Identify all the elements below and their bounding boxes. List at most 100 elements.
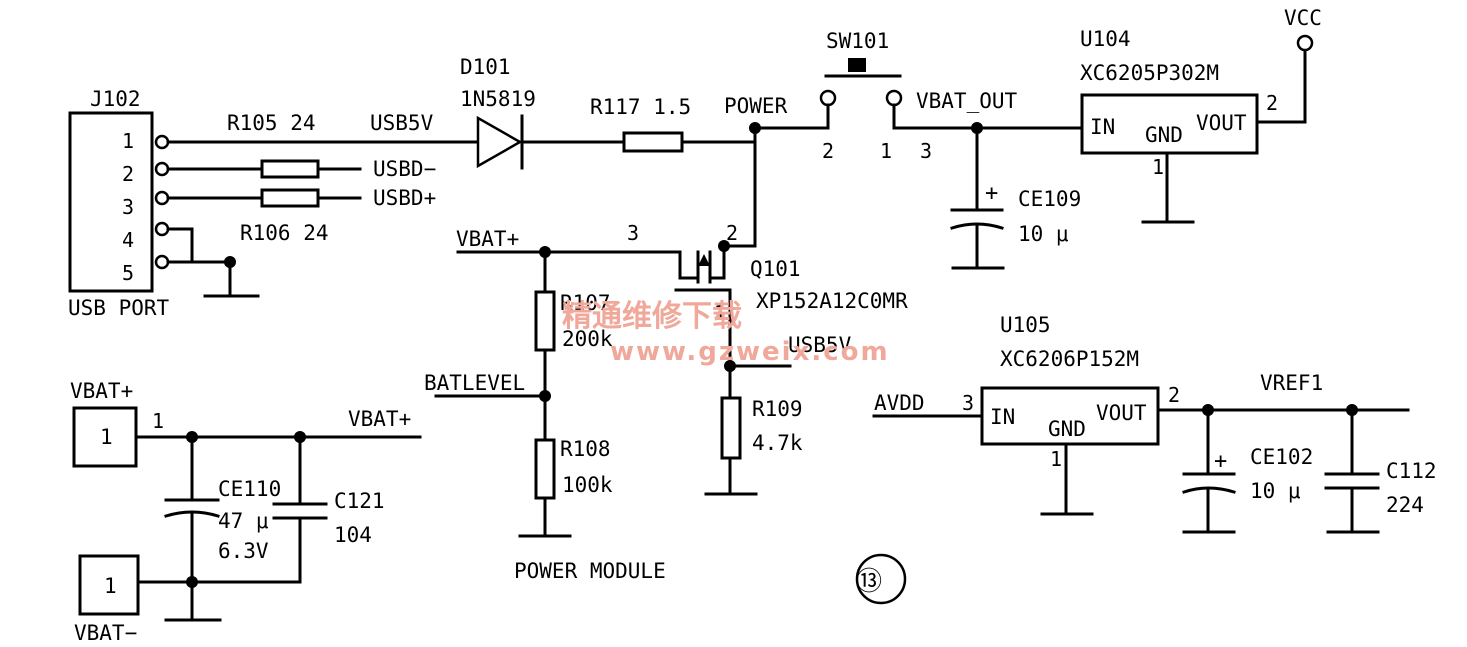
r107-label: R107 — [560, 291, 611, 315]
r117-label: R117 1.5 — [590, 95, 691, 119]
usbd-plus-net: USBD+ — [373, 186, 436, 210]
q101-pin-2: 2 — [726, 221, 738, 245]
j102-pin1-terminal — [154, 134, 170, 150]
j102-pin4-terminal — [154, 221, 170, 237]
r117-resistor — [622, 131, 684, 153]
u105-out-pin-number: 2 — [1168, 383, 1180, 407]
c121-value: 104 — [334, 523, 372, 547]
u104-gnd-pin-number: 1 — [1152, 155, 1164, 179]
vbat-plus-net-mid: VBAT+ — [456, 227, 519, 251]
usb5v-net-top: USB5V — [370, 111, 434, 135]
watermark-chinese: 精通维修下载 — [562, 299, 742, 334]
j102-pin-2: 2 — [122, 162, 134, 186]
j102-pin2-terminal — [154, 161, 170, 177]
sw101-pin-2: 2 — [822, 139, 834, 163]
u104-label: U104 — [1080, 27, 1131, 51]
u104-gnd-pin: GND — [1145, 123, 1183, 147]
power-net: POWER — [724, 94, 788, 118]
vbat-out-net: VBAT_OUT — [916, 89, 1018, 113]
r108-value: 100k — [562, 473, 613, 497]
u105-in-pin: IN — [990, 405, 1015, 429]
r106a-resistor — [260, 159, 320, 179]
ce102-value: 10 μ — [1250, 479, 1301, 503]
ce109-value: 10 μ — [1018, 222, 1069, 246]
usb5v-net-mid: USB5V — [788, 333, 852, 357]
q101-pin-1: 1 — [714, 301, 726, 325]
j102-pin-5: 5 — [122, 261, 134, 285]
vcc-terminal — [1296, 34, 1314, 52]
u104-part: XC6205P302M — [1080, 61, 1219, 85]
vbat-plus-net-line: VBAT+ — [348, 407, 411, 431]
u104-vout-pin: VOUT — [1196, 111, 1247, 135]
sw101-switch: SW101 2 1 3 — [819, 29, 932, 163]
u105-vout-pin: VOUT — [1096, 401, 1147, 425]
usb-port-label: USB PORT — [68, 296, 170, 320]
ce110-value-1: 47 μ — [218, 509, 269, 533]
bat-plus-pad — [72, 406, 138, 468]
watermark-url: www.gzweix.com — [610, 337, 890, 367]
bat-plus-pad-number: 1 — [100, 425, 113, 449]
u104-in-pin: IN — [1090, 115, 1115, 139]
u105-gnd-pin: GND — [1048, 417, 1086, 441]
c112-label: C112 — [1386, 459, 1437, 483]
u104-out-pin-number: 2 — [1266, 91, 1278, 115]
ce110-value-2: 6.3V — [218, 539, 269, 563]
j102-pin-1: 1 — [122, 129, 134, 153]
q101-label: Q101 — [750, 257, 801, 281]
q101-pin-3: 3 — [627, 221, 639, 245]
ce109-plate-neg — [950, 222, 1004, 230]
r109-value: 4.7k — [752, 431, 803, 455]
batlevel-net: BATLEVEL — [424, 371, 525, 395]
r106b-resistor — [260, 188, 320, 208]
r109-label: R109 — [752, 397, 803, 421]
q101-mosfet: Q101 XP152A12C0MR 1 — [674, 244, 908, 325]
ce110-plate-neg — [164, 510, 220, 518]
q101-part: XP152A12C0MR — [756, 289, 908, 313]
u105-label: U105 — [1000, 313, 1051, 337]
usbd-minus-net: USBD− — [373, 157, 436, 181]
batlevel-junction — [539, 390, 551, 402]
r106-label: R106 24 — [240, 221, 329, 245]
ce109-polarity: + — [985, 181, 998, 206]
u105-regulator: U105 XC6206P152M IN GND VOUT 3 2 1 — [962, 313, 1180, 471]
ce102-plate-neg — [1182, 486, 1236, 494]
j102-label: J102 — [90, 87, 141, 111]
r107-resistor — [534, 290, 556, 352]
j102-connector: J102 USB PORT 1 2 3 4 5 — [68, 87, 170, 320]
bat-minus-pad-number: 1 — [104, 574, 117, 598]
c112-value: 224 — [1386, 493, 1424, 517]
avdd-net: AVDD — [874, 391, 925, 415]
vcc-net: VCC — [1284, 6, 1322, 30]
u104-regulator: U104 XC6205P302M IN GND VOUT 2 1 — [1080, 27, 1278, 179]
figure-number-circle — [855, 553, 907, 605]
vbat-minus-label: VBAT− — [74, 621, 137, 645]
power-module-caption: POWER MODULE — [514, 559, 666, 583]
j102-pin5-terminal — [154, 254, 170, 270]
c121-label: C121 — [334, 489, 385, 513]
r105-label: R105 24 — [227, 111, 316, 135]
ce110-label: CE110 — [218, 477, 281, 501]
j102-pin-4: 4 — [122, 228, 134, 252]
j102-pin3-terminal — [154, 190, 170, 206]
r109-resistor — [720, 396, 742, 460]
r108-label: R108 — [560, 437, 611, 461]
ce109-label: CE109 — [1018, 187, 1081, 211]
ce102-label: CE102 — [1250, 445, 1313, 469]
vref1-net: VREF1 — [1260, 371, 1323, 395]
ce102-polarity: + — [1214, 449, 1227, 474]
sw101-pin-1: 1 — [880, 139, 892, 163]
u105-in-pin-number: 3 — [962, 391, 974, 415]
j102-pin-3: 3 — [122, 195, 134, 219]
vbat-plus-left-label: VBAT+ — [70, 379, 133, 403]
r107-value: 200k — [562, 327, 613, 351]
bat-minus-pad — [78, 554, 140, 616]
u105-part: XC6206P152M — [1000, 347, 1139, 371]
d101-diode: D101 1N5819 — [460, 55, 536, 170]
u105-gnd-pin-number: 1 — [1050, 447, 1062, 471]
r108-resistor — [534, 438, 556, 500]
bat-plus-pin-number: 1 — [152, 409, 164, 433]
sw101-pin-3: 3 — [920, 139, 932, 163]
d101-label: D101 — [460, 55, 511, 79]
sw101-label: SW101 — [826, 29, 889, 53]
